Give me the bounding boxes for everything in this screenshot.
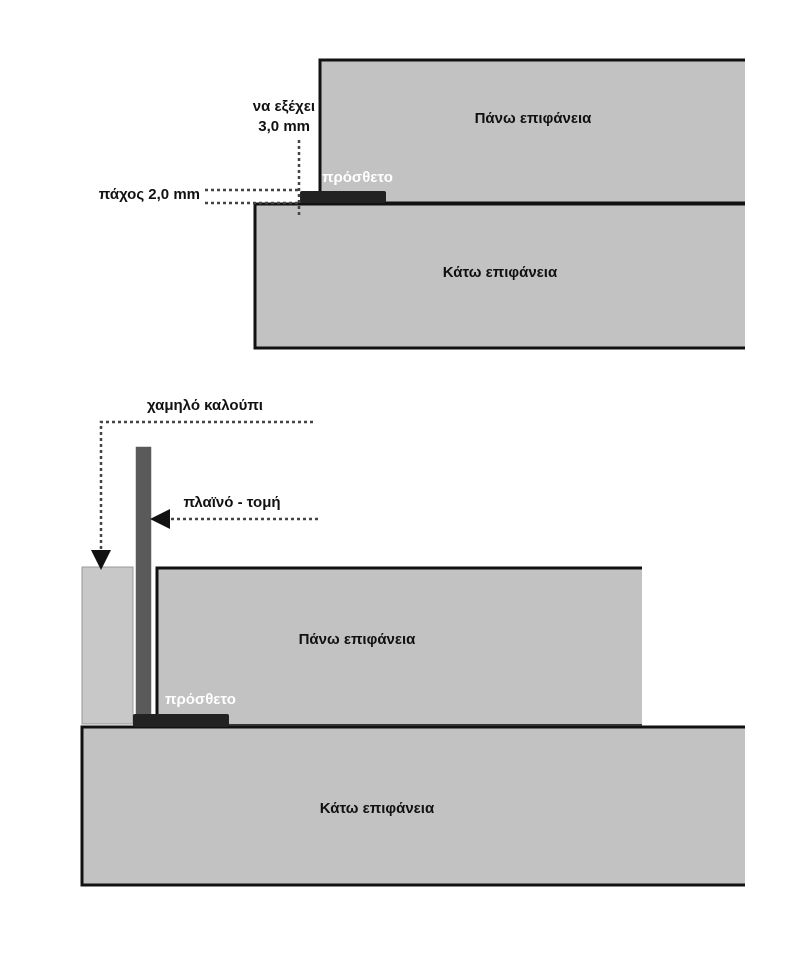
thickness-label: πάχος 2,0 mm (99, 186, 200, 203)
top-upper-surface (320, 60, 745, 203)
top-lower-surface (255, 204, 745, 348)
bottom-lower-surface (82, 727, 745, 885)
top-insert-label: πρόσθετο (322, 169, 393, 186)
bottom-upper-label: Πάνω επιφάνεια (299, 631, 417, 648)
top-upper-label: Πάνω επιφάνεια (475, 110, 593, 127)
bottom-insert-label: πρόσθετο (165, 691, 236, 708)
bottom-insert (133, 714, 229, 727)
pointer-lines (91, 420, 318, 570)
side-section-label: πλαϊνό - τομή (183, 494, 280, 511)
bottom-lower-label: Κάτω επιφάνεια (320, 800, 435, 817)
protrude-label-2: 3,0 mm (258, 118, 310, 135)
dimension-lines (205, 140, 301, 218)
bottom-upper-surface (157, 568, 642, 726)
side-post (134, 445, 153, 719)
top-lower-label: Κάτω επιφάνεια (443, 264, 558, 281)
low-mold-label: χαμηλό καλούπι (147, 397, 263, 414)
top-diagram: να εξέχει 3,0 mm πάχος 2,0 mm Πάνω επιφά… (99, 58, 745, 350)
bottom-diagram: χαμηλό καλούπι πλαϊνό - τομή Πάνω επιφάν… (80, 397, 745, 887)
protrude-label-1: να εξέχει (253, 98, 315, 115)
top-insert (300, 191, 386, 203)
low-mold (81, 566, 134, 725)
